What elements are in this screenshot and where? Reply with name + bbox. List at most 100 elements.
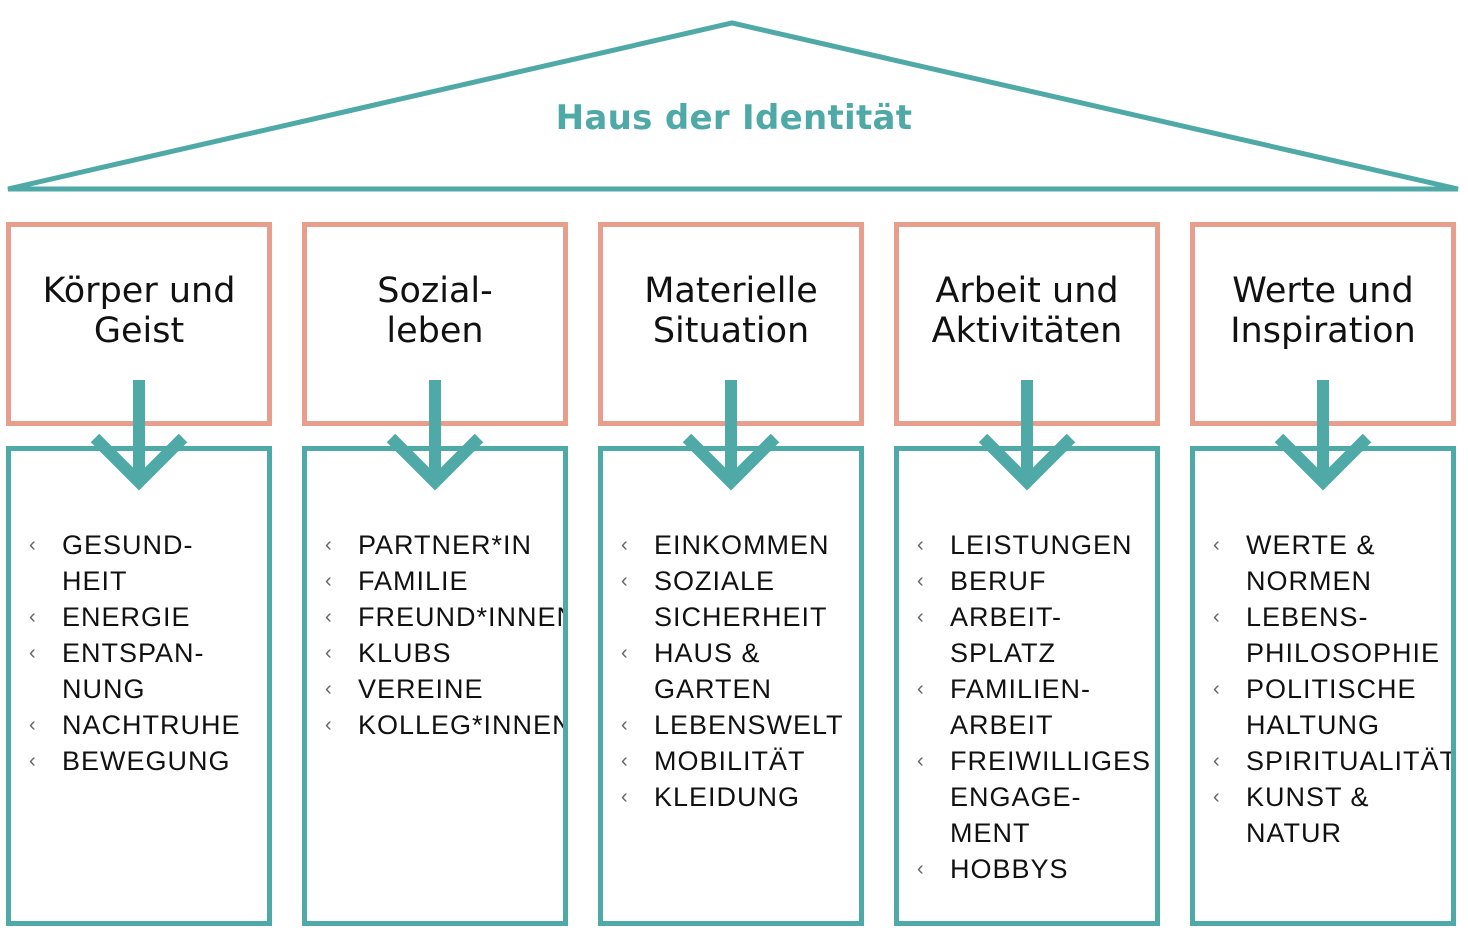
chevron-left-icon: ‹ (325, 678, 333, 700)
item-list: ‹PARTNER*IN‹FAMILIE‹FREUND*INNEN‹KLUBS‹V… (325, 527, 563, 743)
list-item: SPLATZ (917, 635, 1153, 671)
pillar-list-box: ‹LEISTUNGEN‹BERUF‹ARBEIT-SPLATZ‹FAMILIEN… (894, 446, 1160, 926)
list-item: ‹ POLITISCHE (1213, 671, 1449, 707)
list-item-text: NORMEN (1246, 566, 1372, 596)
list-item: ‹LEBENSWELT (621, 707, 857, 743)
list-item-text: HEIT (62, 566, 128, 596)
list-item-text: KOLLEG*INNEN (358, 710, 568, 740)
list-item: ARBEIT (917, 707, 1153, 743)
list-item-text: BERUF (950, 566, 1047, 596)
list-item-text: LEBENSWELT (654, 710, 844, 740)
list-item-text: KLUBS (358, 638, 452, 668)
list-item: ‹ARBEIT- (917, 599, 1153, 635)
list-item: ‹PARTNER*IN (325, 527, 561, 563)
arrow-down-icon (90, 380, 188, 491)
list-item: PHILOSOPHIE (1213, 635, 1449, 671)
pillar-heading-line: Aktivitäten (931, 311, 1123, 351)
chevron-left-icon: ‹ (29, 642, 37, 664)
chevron-left-icon: ‹ (1213, 786, 1221, 808)
list-item: ‹ FAMILIE (325, 563, 561, 599)
list-item: ‹WERTE & (1213, 527, 1449, 563)
pillar-heading-line: Materielle (644, 271, 818, 311)
list-item: ‹FREUND*INNEN (325, 599, 563, 635)
list-item-text: HAUS & (654, 638, 761, 668)
arrow-down-icon (386, 380, 484, 491)
chevron-left-icon: ‹ (917, 534, 925, 556)
pillar-heading-line: Geist (93, 311, 185, 351)
list-item-text: LEBENS- (1246, 602, 1369, 632)
list-item-text: SOZIALE (654, 566, 776, 596)
chevron-left-icon: ‹ (621, 534, 629, 556)
list-item: GARTEN (621, 671, 857, 707)
chevron-left-icon: ‹ (29, 750, 37, 772)
list-item-text: HALTUNG (1246, 710, 1381, 740)
pillar-list-box: ‹GESUND-HEIT‹ENERGIE‹ENTSPAN-NUNG‹NACHTR… (6, 446, 272, 926)
list-item-text: KUNST & (1246, 782, 1370, 812)
arrow-down-icon (1274, 380, 1372, 491)
list-item-text: HOBBYS (950, 854, 1069, 884)
list-item: ‹ SOZIALE (621, 563, 857, 599)
chevron-left-icon: ‹ (29, 534, 37, 556)
chevron-left-icon: ‹ (917, 750, 925, 772)
list-item-text: FREIWILLIGES (950, 746, 1152, 776)
list-item-text: SPIRITUALITÄT (1246, 746, 1456, 776)
chevron-left-icon: ‹ (325, 570, 333, 592)
list-item: ‹NACHTRUHE (29, 707, 265, 743)
item-list: ‹WERTE &NORMEN‹LEBENS-PHILOSOPHIE‹POLITI… (1213, 527, 1451, 851)
list-item: ‹ KLUBS (325, 635, 561, 671)
diagram-title: Haus der Identität (555, 98, 913, 138)
roof-outline (7, 20, 1459, 192)
list-item-text: SICHERHEIT (654, 602, 828, 632)
chevron-left-icon: ‹ (325, 714, 333, 736)
list-item-text: ARBEIT- (950, 602, 1063, 632)
list-item-text: EINKOMMEN (654, 530, 830, 560)
list-item-text: ENTSPAN- (62, 638, 205, 668)
list-item: ‹ VEREINE (325, 671, 561, 707)
chevron-left-icon: ‹ (1213, 678, 1221, 700)
chevron-left-icon: ‹ (621, 570, 629, 592)
chevron-left-icon: ‹ (1213, 606, 1221, 628)
list-item-text: PHILOSOPHIE (1246, 638, 1441, 668)
list-item: ‹MOBILITÄT (621, 743, 857, 779)
list-item-text: ENGAGE- (950, 782, 1082, 812)
list-item-text: FAMILIE (358, 566, 469, 596)
list-item: ‹ LEBENS- (1213, 599, 1449, 635)
list-item-text: VEREINE (358, 674, 484, 704)
arrow-down-icon (682, 380, 780, 491)
list-item-text: POLITISCHE (1246, 674, 1417, 704)
list-item: NATUR (1213, 815, 1449, 851)
list-item: ‹SPIRITUALITÄT (1213, 743, 1451, 779)
pillar-list-box: ‹PARTNER*IN‹FAMILIE‹FREUND*INNEN‹KLUBS‹V… (302, 446, 568, 926)
list-item: ENGAGE- (917, 779, 1153, 815)
list-item: SICHERHEIT (621, 599, 857, 635)
chevron-left-icon: ‹ (325, 642, 333, 664)
item-list: ‹LEISTUNGEN‹BERUF‹ARBEIT-SPLATZ‹FAMILIEN… (917, 527, 1153, 887)
list-item: HEIT (29, 563, 265, 599)
list-item: ‹BEWEGUNG (29, 743, 265, 779)
pillar-heading-line: leben (386, 311, 484, 351)
list-item: ‹ FREIWILLIGES (917, 743, 1153, 779)
list-item-text: GARTEN (654, 674, 773, 704)
pillar-list-box: ‹ EINKOMMEN ‹ SOZIALE SICHERHEIT ‹ HAUS & GARTE… (598, 446, 864, 926)
list-item-text: WERTE & (1246, 530, 1376, 560)
list-item-text: MOBILITÄT (654, 746, 806, 776)
list-item-text: MENT (950, 818, 1031, 848)
list-item: NORMEN (1213, 563, 1449, 599)
pillar-list-box: ‹WERTE &NORMEN‹LEBENS-PHILOSOPHIE‹POLITI… (1190, 446, 1456, 926)
list-item: HALTUNG (1213, 707, 1449, 743)
list-item: ‹ HAUS & (621, 635, 857, 671)
chevron-left-icon: ‹ (621, 642, 629, 664)
pillar-heading-line: Arbeit und (935, 271, 1119, 311)
list-item: ‹ ENTSPAN- (29, 635, 265, 671)
chevron-left-icon: ‹ (325, 534, 333, 556)
list-item: ‹GESUND- (29, 527, 265, 563)
list-item-text: NACHTRUHE (62, 710, 241, 740)
pillar-heading-line: Körper und (42, 271, 236, 311)
list-item: ‹KLEIDUNG (621, 779, 857, 815)
